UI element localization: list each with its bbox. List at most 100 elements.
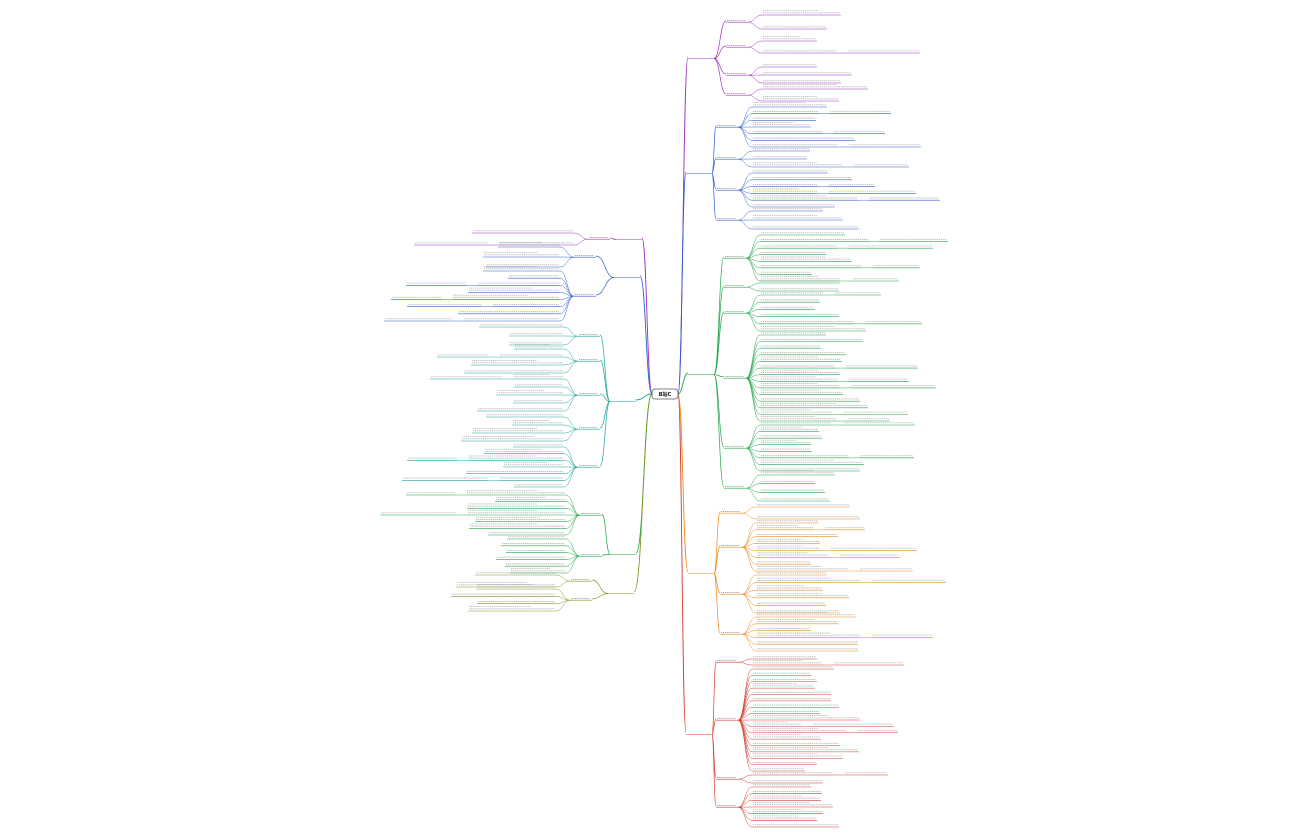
leaf-edge-l3-2-0 (563, 378, 579, 396)
leaf-edge-l4-1-5 (565, 555, 581, 574)
leaf-edge-l3-2-4 (563, 394, 579, 412)
sub-branch-edge-l3-3 (599, 401, 611, 429)
leaf-edge-r2-2-5 (737, 189, 753, 208)
root-node[interactable]: B站C (651, 388, 679, 400)
leaf-edge-l2-1-6 (559, 295, 575, 315)
leaf-edge-l4-0-0 (565, 494, 581, 516)
leaf-edge-r5-0-0 (737, 658, 753, 663)
leaf-edge-r2-1-2 (737, 158, 753, 168)
sub-branch-edge-r1-2 (713, 58, 727, 75)
leaf-edge-r5-2-1 (737, 778, 753, 784)
leaf-edge-r1-3-1 (747, 94, 763, 102)
leaf-edge-r3-5-0 (745, 474, 761, 489)
leaf-edge-r5-1-16 (737, 719, 753, 772)
main-branch-edge-r2 (677, 171, 687, 395)
sub-branch-edge-l5-0 (591, 579, 609, 594)
leaf-edge-r3-3-13 (745, 377, 761, 422)
leaf-edge-l2-0-0 (559, 246, 575, 258)
leaf-edge-l3-2-1 (563, 386, 579, 396)
leaf-edge-l1-0-1 (573, 238, 589, 246)
sub-branch-edge-l5-1 (591, 593, 609, 600)
leaf-edge-r2-1-0 (737, 150, 753, 160)
main-branch-edge-l2 (639, 275, 653, 395)
leaf-edge-r3-2-5 (745, 312, 761, 332)
sub-branch-edge-l3-2 (599, 393, 611, 402)
leaf-edge-r3-1-0 (745, 282, 761, 288)
leaf-edge-r2-0-6 (737, 126, 753, 148)
leaf-edge-r3-3-10 (745, 377, 761, 402)
sub-branch-edge-r4-1 (713, 545, 721, 574)
sub-branch-edge-l2-1 (595, 277, 615, 296)
sub-branch-edge-r4-2 (713, 573, 721, 594)
leaf-edge-l2-0-2 (559, 256, 575, 268)
leaf-edge-r3-1-1 (745, 286, 761, 292)
main-branch-edge-l5 (633, 393, 653, 593)
root-node-box (651, 388, 679, 400)
leaf-edge-r4-0-0 (741, 506, 757, 514)
main-branch-edge-l1 (641, 237, 653, 395)
main-branch-edge-r5 (677, 393, 687, 734)
leaf-edge-r3-3-0 (745, 334, 761, 379)
leaf-edge-r3-5-3 (745, 487, 761, 502)
leaf-edge-r1-2-0 (747, 66, 763, 76)
sub-branch-edge-r4-3 (713, 573, 721, 634)
leaf-edge-l3-4-6 (563, 466, 579, 488)
leaf-edge-l4-1-0 (565, 538, 581, 557)
leaf-edge-r2-3-2 (737, 219, 753, 230)
sub-branch-edge-l1-0 (609, 237, 617, 240)
leaf-edge-l5-1-3 (555, 599, 571, 612)
leaf-edge-l3-4-5 (563, 466, 579, 481)
leaf-edge-r5-2-0 (737, 774, 753, 780)
main-branch-edge-l3 (635, 393, 653, 401)
leaf-edge-r3-0-7 (745, 257, 761, 282)
leaf-edge-l3-4-0 (563, 446, 579, 468)
leaf-edge-r3-0-1 (745, 241, 761, 259)
sub-branch-edge-r3-3 (713, 374, 725, 378)
leaf-edge-r4-1-6 (741, 546, 757, 565)
sub-branch-edge-r3-2 (713, 311, 725, 375)
leaf-edge-r1-0-1 (747, 21, 763, 30)
leaf-edge-r2-0-5 (737, 126, 753, 141)
leaf-edge-r3-0-6 (745, 257, 761, 275)
leaf-edge-r3-2-0 (745, 294, 761, 314)
sub-branch-edge-l2-0 (595, 255, 615, 278)
sub-branch-edge-l3-4 (599, 401, 611, 467)
leaf-edge-r4-3-5 (741, 633, 757, 652)
leaf-edge-r3-3-12 (745, 377, 761, 415)
main-branch-edge-r3 (677, 372, 689, 395)
leaf-edge-r4-1-1 (741, 529, 757, 548)
sub-branch-edge-r1-3 (713, 58, 727, 95)
leaf-edge-l3-1-3 (563, 360, 579, 374)
sub-branch-edge-l3-0 (599, 334, 611, 402)
leaf-edge-l3-3-3 (563, 428, 579, 442)
leaf-edge-r3-3-11 (745, 377, 761, 409)
leaf-edge-l2-1-7 (559, 295, 575, 322)
leaf-edge-r2-2-0 (737, 172, 753, 191)
leaf-edge-r3-4-6 (745, 447, 761, 465)
leaf-edge-r3-4-7 (745, 447, 761, 472)
leaf-edge-l3-2-3 (563, 394, 579, 404)
leaf-edge-l3-0-2 (563, 335, 579, 346)
sub-branch-edge-l3-1 (599, 359, 611, 402)
leaf-edge-l4-0-5 (565, 514, 581, 529)
sub-branch-edge-r5-0 (711, 660, 717, 735)
sub-branch-edge-r5-1 (711, 718, 717, 735)
leaf-edge-r4-1-7 (741, 546, 757, 572)
sub-branch-edge-r3-1 (713, 285, 725, 375)
leaf-edge-l2-1-1 (559, 277, 575, 297)
sub-branch-edge-r2-3 (711, 173, 717, 220)
root-node-label: B站C (659, 391, 672, 398)
leaf-edge-r4-0-1 (741, 512, 757, 520)
leaf-edge-r5-1-2 (737, 681, 753, 721)
leaf-edge-r1-0-0 (747, 14, 763, 23)
sub-branch-edge-r1-1 (713, 45, 727, 59)
sub-branch-edge-r5-3 (711, 734, 717, 807)
mind-map-edges (442, 14, 879, 828)
leaf-edge-l5-0-1 (555, 580, 571, 588)
leaf-edge-r4-2-0 (741, 574, 757, 595)
leaf-edge-r2-0-0 (737, 106, 753, 128)
leaf-edge-r1-3-0 (747, 88, 763, 96)
leaf-edge-r4-2-5 (741, 593, 757, 614)
leaf-edge-r1-1-1 (747, 46, 763, 54)
